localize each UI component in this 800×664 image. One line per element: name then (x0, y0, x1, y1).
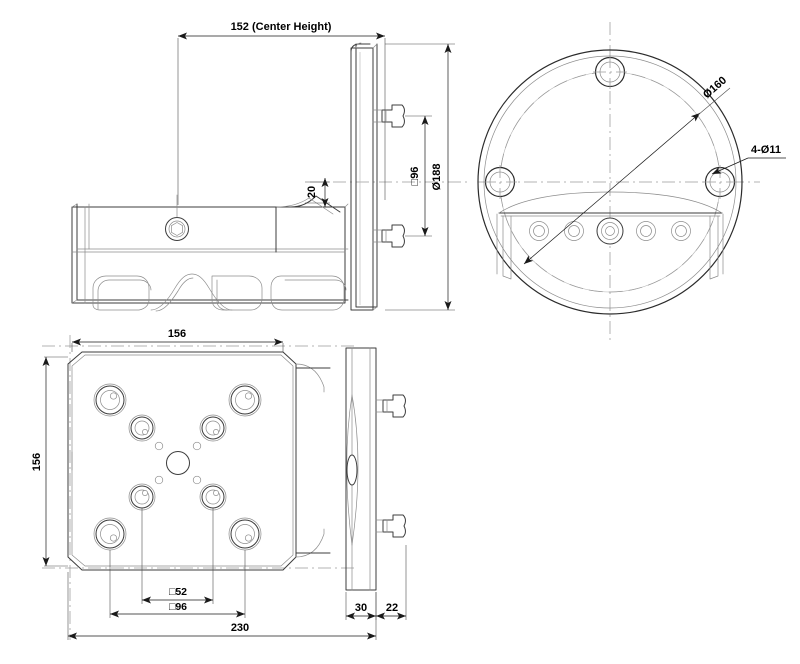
bolt-hole (593, 55, 627, 89)
dowel-pin-hole (192, 475, 202, 485)
side-view-lower-stud (372, 224, 405, 248)
dimension-square-96-plan: □96 (109, 550, 246, 618)
plan-view-flange-plate (345, 347, 377, 591)
dowel-pin-hole (192, 441, 202, 451)
dimension-center-height: 152 (Center Height) (177, 21, 386, 205)
dim-label-offset-20: 20 (306, 186, 318, 198)
plan-view-center-bore (166, 451, 190, 475)
center-bore (596, 217, 624, 245)
dimension-offset-20: 20 (305, 178, 330, 207)
dim-label-center-height: 152 (Center Height) (231, 21, 332, 33)
dim-label-square-96-side: □96 (409, 167, 421, 186)
counterbored-hole (128, 414, 156, 442)
counterbored-hole (93, 517, 127, 551)
small-hole (671, 221, 691, 241)
plan-view-lower-stud (375, 514, 406, 538)
dim-label-square-52: □52 (169, 586, 187, 598)
outer-flange-circle (477, 49, 743, 315)
dim-label-plate-width-156: 156 (168, 328, 186, 340)
plan-view-upper-stud (375, 394, 406, 418)
dimension-diameter-188: Ø188 (385, 43, 455, 311)
dim-label-square-96-plan: □96 (169, 601, 187, 613)
plan-view (42, 335, 406, 640)
counterbored-hole (228, 383, 262, 417)
bolt-hole (703, 165, 737, 199)
dimension-square-52: □52 (141, 508, 214, 604)
dowel-pin-hole (154, 441, 164, 451)
plan-view-inner-holes (128, 414, 227, 511)
plan-view-slot (346, 454, 358, 486)
dim-label-overall-230: 230 (231, 622, 249, 634)
dimension-stud-len-22: 22 (376, 545, 407, 620)
counterbored-hole (199, 483, 227, 511)
dim-label-diameter-188: Ø188 (431, 164, 443, 191)
dowel-pin-hole (154, 475, 164, 485)
side-view-arm-body (71, 203, 349, 304)
dimension-square-96-side: □96 (405, 115, 432, 237)
dim-label-plate-height-156: 156 (31, 453, 43, 471)
side-elevation-view (71, 42, 470, 312)
dimension-plate-height-156: 156 (31, 356, 68, 567)
dimension-four-holes-11: 4-Ø11 (711, 144, 786, 175)
dim-label-stud-len-22: 22 (386, 602, 398, 614)
small-hole (636, 221, 656, 241)
plan-view-corner-holes (93, 383, 262, 551)
counterbored-hole (199, 414, 227, 442)
plan-view-dowel-pins (154, 441, 202, 485)
plan-view-transition (295, 363, 331, 558)
counterbored-hole (128, 483, 156, 511)
counterbored-hole (228, 517, 262, 551)
dim-label-flange-thick-30: 30 (355, 602, 367, 614)
dimension-plate-width-156: 156 (71, 328, 284, 352)
small-hole (529, 221, 549, 241)
hex-socket-screw (165, 194, 189, 241)
small-hole (564, 221, 584, 241)
bolt-hole (483, 165, 517, 199)
dim-label-four-holes-11: 4-Ø11 (751, 144, 781, 156)
side-view-upper-stud (372, 104, 405, 128)
side-view-upper-ramp (275, 195, 341, 253)
counterbored-hole (93, 383, 127, 417)
side-view-relief-pockets (92, 273, 347, 312)
side-view-flange-plate (350, 42, 378, 311)
